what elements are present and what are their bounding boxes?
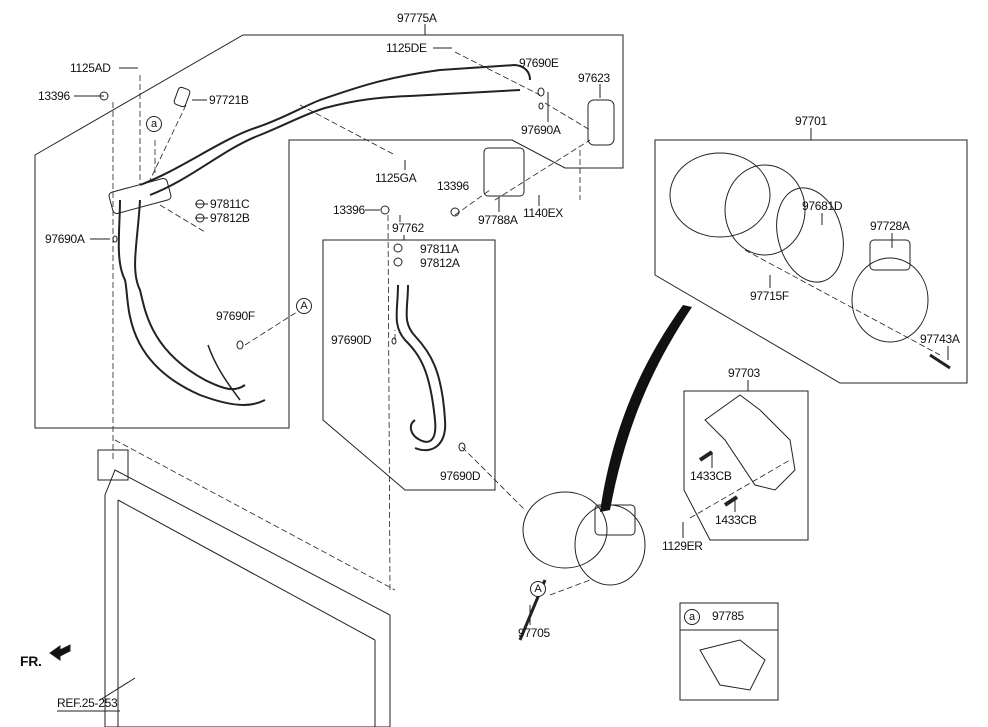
hose-97775A [139,63,531,186]
label-97705: 97705 [518,626,550,640]
label-1433CB: 1433CB [690,469,732,483]
label-97690D: 97690D [331,333,372,347]
label-1125AD: 1125AD [70,61,111,75]
label-1125GA: 1125GA [375,171,417,185]
label-97715F: 97715F [750,289,789,303]
label-97721B: 97721B [209,93,249,107]
group-box-97785 [679,602,779,701]
label-97623: 97623 [578,71,610,85]
view-arrow-arc [600,305,692,512]
label-97743A: 97743A [920,332,960,346]
callout-a: a [146,116,162,132]
front-arrow-icon [49,644,71,661]
label-97811A: 97811A [420,242,459,256]
compressor-97701 [669,152,951,370]
label-97690D: 97690D [440,469,481,483]
label-97703: 97703 [728,366,760,380]
label-13396: 13396 [437,179,469,193]
callout-a: a [684,609,700,625]
label-97788A: 97788A [478,213,518,227]
group-box-97762 [322,239,496,491]
label-97701: 97701 [795,114,827,128]
label-97690F: 97690F [216,309,255,323]
callout-A: A [530,581,546,597]
label-97812B: 97812B [210,211,250,225]
label-1433CB: 1433CB [715,513,757,527]
label-97690A: 97690A [521,123,561,137]
label-97690A: 97690A [45,232,85,246]
group-box-97701 [654,139,968,384]
hose-97762 [395,284,437,443]
label-1125DE: 1125DE [386,41,427,55]
label-97811C: 97811C [210,197,250,211]
bracket-97703 [704,394,796,491]
label-13396: 13396 [38,89,70,103]
sensor-97785 [699,639,766,691]
label-97775A: 97775A [397,11,437,25]
reference-label: REF.25-253 [57,696,118,710]
label-97690E: 97690E [519,56,559,70]
group-box-97775A [34,34,624,429]
label-97785: 97785 [712,609,744,623]
label-97812A: 97812A [420,256,460,270]
front-direction-label: FR. [20,653,42,669]
receiver-drier-97623 [587,99,615,146]
compressor-main [518,491,646,641]
label-97728A: 97728A [870,219,910,233]
condenser [97,449,391,727]
pressure-sensor-97788A [483,147,525,197]
label-1129ER: 1129ER [662,539,703,553]
group-box-97703 [683,390,809,541]
label-13396: 13396 [333,203,365,217]
label-97681D: 97681D [802,199,843,213]
label-97762: 97762 [392,221,424,235]
callout-A: A [296,298,312,314]
label-1140EX: 1140EX [523,206,564,220]
